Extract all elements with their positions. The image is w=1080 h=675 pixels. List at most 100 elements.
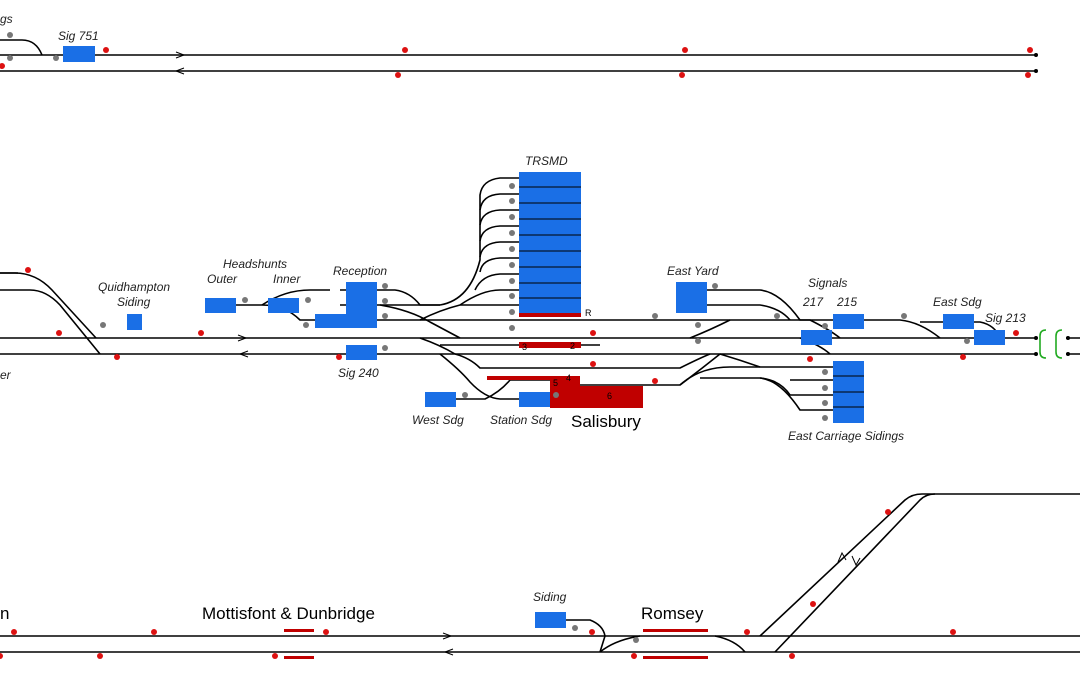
track-trsmd xyxy=(479,193,580,211)
signal-light[interactable] xyxy=(1013,330,1019,336)
platform-romsey-up[interactable] xyxy=(643,629,708,632)
signal-post xyxy=(462,392,468,398)
signal-light[interactable] xyxy=(25,267,31,273)
station-salisbury: Salisbury xyxy=(571,412,641,431)
signal-post xyxy=(509,230,515,236)
direction-arrow xyxy=(238,350,249,358)
signal-light[interactable] xyxy=(0,63,5,69)
track-carriage-lead xyxy=(719,353,761,368)
boundary-bracket-left xyxy=(1039,329,1047,359)
signal-light[interactable] xyxy=(1025,72,1031,78)
signal-light[interactable] xyxy=(103,47,109,53)
signal-post xyxy=(822,323,828,329)
signal-post xyxy=(382,345,388,351)
track-carriage xyxy=(759,377,850,396)
signal-light[interactable] xyxy=(590,361,596,367)
signal-light[interactable] xyxy=(589,629,595,635)
signal-light[interactable] xyxy=(744,629,750,635)
signal-light[interactable] xyxy=(395,72,401,78)
boundary-bracket-right xyxy=(1055,329,1063,359)
track-east-yard-2 xyxy=(676,304,791,321)
bottom-section: Siding Mottisfont & Dunbridge Romsey n xyxy=(0,493,1080,659)
direction-arrow xyxy=(443,648,454,656)
label-sig240: Sig 240 xyxy=(338,366,379,380)
signal-post xyxy=(382,283,388,289)
siding-romsey[interactable] xyxy=(535,612,566,628)
signal-light[interactable] xyxy=(1027,47,1033,53)
direction-arrow xyxy=(837,551,847,563)
siding-signal-215[interactable] xyxy=(833,314,864,329)
signal-light[interactable] xyxy=(0,653,3,659)
label-trsmd: TRSMD xyxy=(525,154,568,168)
signal-light[interactable] xyxy=(631,653,637,659)
signal-light[interactable] xyxy=(97,653,103,659)
signal-light[interactable] xyxy=(810,601,816,607)
signal-group-top xyxy=(0,32,1038,78)
signal-post xyxy=(901,313,907,319)
signal-post xyxy=(7,55,13,61)
track-trsmd xyxy=(479,241,580,258)
siding-station-sdg[interactable] xyxy=(519,392,550,407)
track-left-3 xyxy=(0,272,97,339)
occupied-platform-2[interactable] xyxy=(519,342,581,348)
track-end-marker xyxy=(1066,352,1070,356)
signal-light[interactable] xyxy=(151,629,157,635)
signal-light[interactable] xyxy=(272,653,278,659)
platform-mottisfont-down[interactable] xyxy=(284,656,314,659)
signal-post xyxy=(509,198,515,204)
signal-post xyxy=(53,55,59,61)
signal-light[interactable] xyxy=(198,330,204,336)
label-headshunts: Headshunts xyxy=(223,257,287,271)
siding-trsmd[interactable] xyxy=(519,172,581,313)
signal-light[interactable] xyxy=(960,354,966,360)
signal-light[interactable] xyxy=(682,47,688,53)
top-section: Sig 751 gs xyxy=(0,12,1038,78)
siding-sig213[interactable] xyxy=(974,330,1005,345)
signal-light[interactable] xyxy=(590,330,596,336)
signal-light[interactable] xyxy=(950,629,956,635)
signal-light[interactable] xyxy=(114,354,120,360)
siding-east-sdg[interactable] xyxy=(943,314,974,329)
occupied-trsmd[interactable] xyxy=(519,313,581,317)
siding-reception[interactable] xyxy=(346,282,377,328)
signal-light[interactable] xyxy=(336,354,342,360)
signal-post xyxy=(509,246,515,252)
signal-light[interactable] xyxy=(807,356,813,362)
platform-romsey-down[interactable] xyxy=(643,656,708,659)
trsmd-road-dividers xyxy=(519,186,581,299)
signal-post xyxy=(822,369,828,375)
platform-mottisfont-up[interactable] xyxy=(284,629,314,632)
signal-light[interactable] xyxy=(789,653,795,659)
siding-east-yard[interactable] xyxy=(676,282,707,313)
signal-light[interactable] xyxy=(323,629,329,635)
siding-sig240[interactable] xyxy=(346,345,377,360)
signal-light[interactable] xyxy=(652,378,658,384)
station-romsey: Romsey xyxy=(641,604,704,623)
track-romsey-crossover-2 xyxy=(714,635,746,653)
siding-reception-lower[interactable] xyxy=(315,314,346,328)
siding-headshunt-outer[interactable] xyxy=(205,298,236,313)
siding-west-sdg[interactable] xyxy=(425,392,456,407)
signal-light[interactable] xyxy=(402,47,408,53)
track-crossover-3 xyxy=(419,337,456,355)
label-sig213: Sig 213 xyxy=(985,311,1026,325)
occupied-platform-6[interactable] xyxy=(550,386,643,408)
track-trsmd xyxy=(439,177,580,306)
signal-light[interactable] xyxy=(679,72,685,78)
station-mottisfont: Mottisfont & Dunbridge xyxy=(202,604,375,623)
track-end-marker xyxy=(1034,69,1038,73)
siding-headshunt-inner[interactable] xyxy=(268,298,299,313)
signal-light[interactable] xyxy=(56,330,62,336)
siding-quidhampton[interactable] xyxy=(127,314,142,330)
signal-post xyxy=(509,183,515,189)
occupied-platform-3[interactable] xyxy=(487,376,550,380)
track-east-sdg xyxy=(860,319,941,339)
signal-post xyxy=(382,298,388,304)
siding-sig751[interactable] xyxy=(63,46,95,62)
label-p5: 5 xyxy=(553,378,558,388)
track-west-siding xyxy=(425,379,560,400)
occupied-platform-4[interactable] xyxy=(550,376,580,388)
signal-light[interactable] xyxy=(885,509,891,515)
signal-light[interactable] xyxy=(11,629,17,635)
siding-signal-217[interactable] xyxy=(801,330,832,345)
